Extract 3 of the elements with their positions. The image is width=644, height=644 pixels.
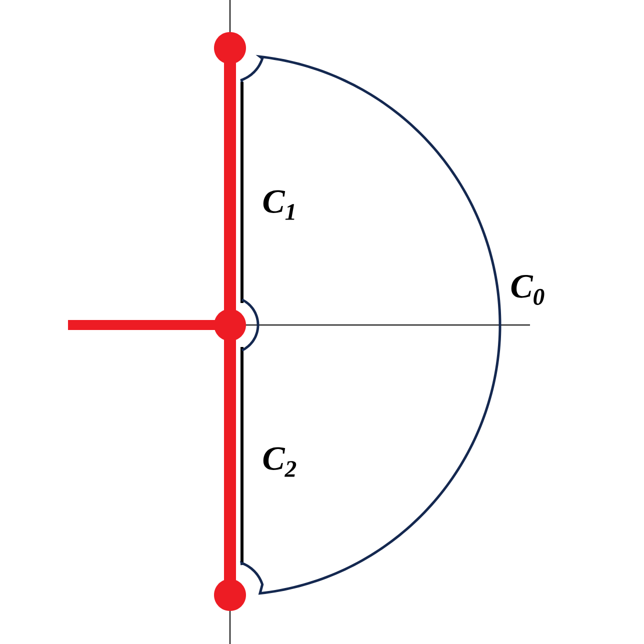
- contour-label: C$_{1}$: [263, 190, 294, 220]
- contour-label: C$_{2}$: [263, 447, 296, 477]
- contour-label: C$_{0}$: [511, 275, 544, 305]
